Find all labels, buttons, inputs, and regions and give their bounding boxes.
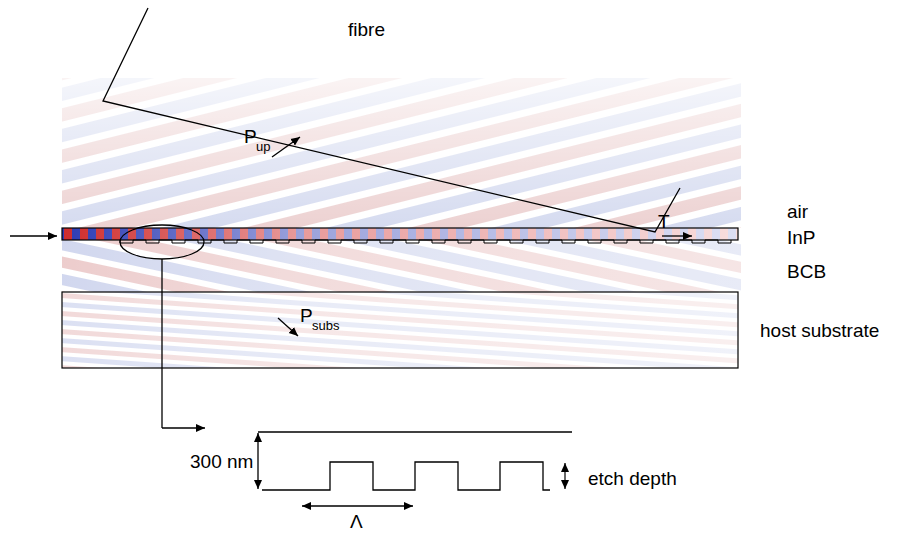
drawing-part xyxy=(257,433,258,489)
drawing-part xyxy=(62,292,738,368)
drawing-part xyxy=(302,505,413,506)
drawing-part xyxy=(62,78,741,228)
drawing-part xyxy=(662,235,692,236)
drawing-part xyxy=(62,228,738,240)
drawing-part xyxy=(62,228,738,240)
drawing-part xyxy=(162,427,205,428)
drawing-part xyxy=(62,240,741,292)
layer-name: BCB xyxy=(787,262,826,281)
subscript: subs xyxy=(312,319,339,332)
dimension: Λ xyxy=(350,512,363,531)
drawing-part xyxy=(120,240,731,243)
drawing-part xyxy=(62,292,738,368)
layer-name: air xyxy=(787,202,808,221)
drawing-part xyxy=(564,463,565,489)
dimension: 300 nm xyxy=(190,452,253,471)
drawing-part xyxy=(62,228,738,240)
drawing-part xyxy=(272,137,300,157)
drawing-part xyxy=(258,431,572,432)
subscript: up xyxy=(256,140,270,153)
part-name: fibre xyxy=(348,20,385,39)
drawing-part xyxy=(161,259,162,428)
drawing-part xyxy=(103,8,680,232)
layer-name: InP xyxy=(787,228,816,247)
drawing-part xyxy=(278,318,298,336)
drawing-part xyxy=(10,235,57,236)
drawing-part xyxy=(62,292,738,368)
power-symbol: P xyxy=(244,127,257,146)
power-symbol: T xyxy=(658,212,670,231)
drawing-part xyxy=(120,225,204,259)
drawing-part xyxy=(62,240,741,292)
power-symbol: P xyxy=(300,306,313,325)
drawing-part xyxy=(62,78,741,228)
drawing-part xyxy=(262,462,550,490)
dimension: etch depth xyxy=(588,469,677,488)
layer-name: host substrate xyxy=(760,321,879,340)
